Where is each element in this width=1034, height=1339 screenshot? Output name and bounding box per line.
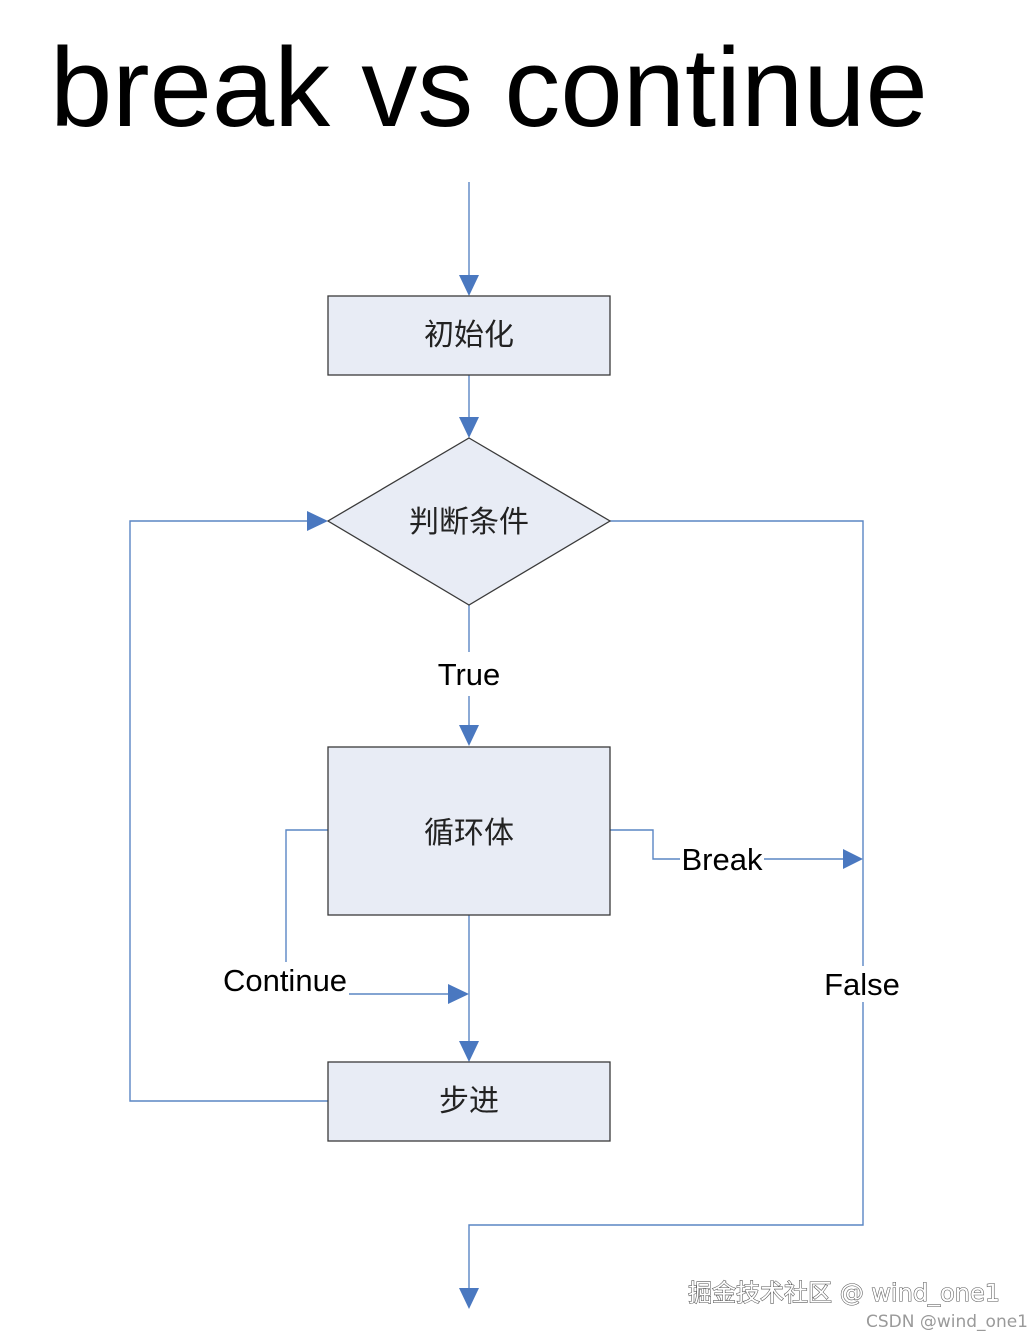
edge-false-exit: [468, 1002, 864, 1290]
arrowhead-break: [843, 849, 863, 869]
node-step: 步进: [327, 1061, 611, 1142]
arrowhead-loop-back: [307, 511, 328, 531]
edges: [129, 182, 864, 1309]
init-label: 初始化: [424, 318, 514, 353]
body-box: [327, 746, 611, 916]
edge-label-false: False: [824, 967, 900, 1002]
arrowhead-init-to-condition: [459, 417, 479, 438]
condition-diamond: [326, 437, 612, 606]
arrowhead-entry: [459, 275, 479, 296]
node-condition: 判断条件: [326, 437, 612, 606]
condition-label: 判断条件: [409, 505, 529, 540]
step-box: [327, 1061, 611, 1142]
edge-step-loop-back: [129, 520, 328, 1102]
edge-continue-path: [285, 829, 328, 962]
watermark-main: 掘金技术社区 @ wind_one1: [688, 1279, 1000, 1307]
arrowhead-exit: [459, 1288, 479, 1309]
edge-false-path: [610, 520, 864, 966]
edge-break-path: [610, 829, 680, 860]
diagram-title: break vs continue: [50, 25, 928, 150]
edge-label-break: Break: [682, 842, 763, 877]
node-body: 循环体: [327, 746, 611, 916]
arrowhead-continue: [448, 984, 469, 1004]
arrowhead-true-to-body: [459, 725, 479, 746]
body-label: 循环体: [424, 816, 514, 851]
watermark-sub: CSDN @wind_one1: [866, 1312, 1028, 1332]
arrowhead-body-to-step: [459, 1041, 479, 1062]
init-box: [327, 295, 611, 376]
node-init: 初始化: [327, 295, 611, 376]
step-label: 步进: [439, 1084, 499, 1119]
edge-label-continue: Continue: [223, 963, 347, 998]
edge-label-true: True: [438, 657, 501, 692]
